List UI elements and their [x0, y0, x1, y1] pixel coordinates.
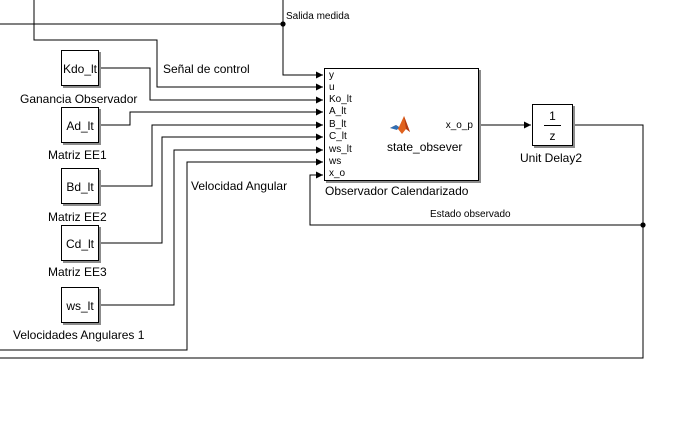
constant-block-ad-text: Ad_lt: [66, 119, 94, 133]
signal-line-ad[interactable]: [98, 108, 323, 126]
unit-delay-block[interactable]: 1 z: [532, 104, 573, 146]
signal-line-kdo[interactable]: [98, 67, 323, 104]
caption-matriz-ee2: Matriz EE2: [48, 210, 107, 224]
constant-block-cd[interactable]: Cd_lt: [61, 225, 99, 261]
caption-matriz-ee3: Matriz EE3: [48, 265, 107, 279]
output-port-x-o-p: x_o_p: [445, 120, 473, 131]
caption-ganancia-observador: Ganancia Observador: [20, 92, 138, 106]
input-port-ko-lt: Ko_lt: [329, 94, 352, 105]
constant-block-bd[interactable]: Bd_lt: [61, 168, 99, 204]
signal-line-velocidad-angular[interactable]: [0, 158, 323, 351]
delay-numerator: 1: [549, 109, 556, 123]
constant-block-ws[interactable]: ws_lt: [61, 287, 99, 323]
signal-label-velocidad-angular: Velocidad Angular: [191, 179, 288, 193]
caption-matriz-ee1: Matriz EE1: [48, 148, 107, 162]
constant-block-cd-text: Cd_lt: [65, 237, 94, 251]
input-port-x-o: x_o: [329, 168, 346, 179]
branch-point-salida: [280, 21, 286, 27]
caption-unit-delay2: Unit Delay2: [520, 151, 583, 165]
constant-block-kdo[interactable]: Kdo_lt: [61, 50, 99, 86]
input-port-ws: ws: [329, 156, 342, 167]
input-port-u: u: [329, 82, 335, 93]
input-port-a-lt: A_lt: [329, 106, 347, 117]
branch-point-estado: [640, 222, 646, 228]
signal-label-senal-control: Señal de control: [163, 62, 250, 76]
delay-denominator: z: [549, 129, 556, 143]
constant-block-ad[interactable]: Ad_lt: [61, 107, 99, 143]
constant-block-bd-text: Bd_lt: [66, 180, 94, 194]
signal-line-cd[interactable]: [98, 133, 323, 244]
function-name: state_obsever: [387, 140, 463, 154]
matlab-function-icon: [390, 116, 410, 134]
constant-block-ws-text: ws_lt: [66, 299, 94, 313]
constant-block-kdo-text: Kdo_lt: [62, 62, 98, 76]
fraction-bar: [544, 125, 561, 126]
signal-line-bd[interactable]: [98, 121, 323, 187]
input-port-b-lt: B_lt: [329, 119, 347, 130]
signal-line-senal-control[interactable]: [33, 0, 323, 91]
input-port-y: y: [329, 70, 334, 81]
signal-line-estado-observado[interactable]: [309, 171, 643, 226]
caption-observador-calendarizado: Observador Calendarizado: [325, 184, 469, 198]
input-port-c-lt: C_lt: [329, 131, 347, 142]
caption-velocidades-angulares: Velocidades Angulares 1: [13, 328, 145, 342]
signal-line-delay-out[interactable]: [0, 124, 644, 359]
signal-line-ws-lt[interactable]: [98, 146, 323, 306]
matlab-function-block[interactable]: y u Ko_lt A_lt B_lt C_lt ws_lt ws x_o x_…: [324, 68, 479, 181]
input-port-ws-lt: ws_lt: [329, 144, 352, 155]
signal-label-estado-observado: Estado observado: [430, 209, 511, 220]
signal-label-salida-medida: Salida medida: [286, 11, 350, 22]
